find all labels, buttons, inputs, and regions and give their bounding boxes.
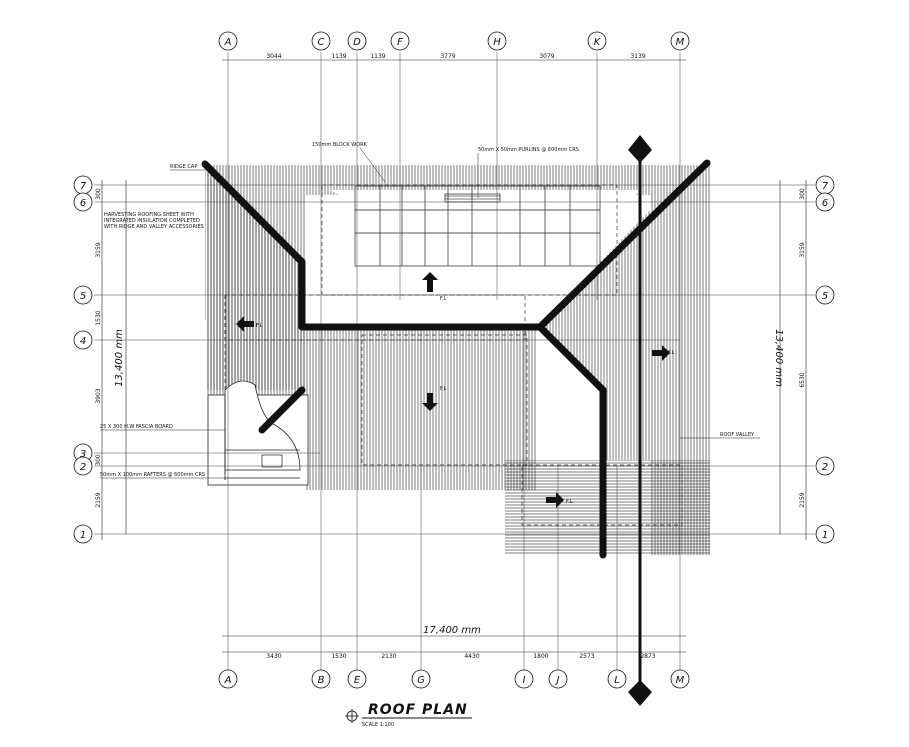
grid-col-label-bottom: B	[318, 675, 325, 686]
roof-plane-hip-east	[540, 210, 650, 460]
top-dimension: 3044	[266, 53, 281, 60]
grid-col-label-top: F	[397, 37, 403, 48]
annotation-ridge-cap: RIDGE CAP	[170, 164, 197, 170]
annotation-purlins: 50mm X 50mm PURLINS @ 600mm CRS	[478, 147, 579, 153]
right-dimension: 6530	[799, 372, 806, 387]
slope-arrows	[236, 272, 670, 508]
annotations: RIDGE CAP 150mm BLOCK WORK 50mm X 50mm P…	[100, 142, 760, 479]
grid-row-label-right: 6	[822, 198, 828, 209]
grid-row-label-right: 1	[822, 530, 828, 541]
bottom-dimension-texts: 3430 1530 2130 4430 1800 2573 2873	[266, 653, 655, 660]
slope-label-texts: F.L F.L F.L F.L F.L	[256, 296, 675, 505]
grid-row-label-right: 5	[822, 291, 828, 302]
grid-col-label-top: K	[594, 37, 602, 48]
purlin-grid	[354, 185, 601, 267]
roof-plane-mid-west	[206, 320, 306, 390]
scale-note: SCALE 1:100	[362, 722, 394, 728]
grid-col-label-top: M	[676, 37, 685, 48]
roof-plane-southeast	[505, 460, 710, 555]
valley-east	[536, 323, 607, 394]
cutout-north	[330, 190, 640, 267]
drawing-title-block: ROOF PLAN SCALE 1:100	[345, 702, 472, 728]
overall-height-left: 13,400 mm	[114, 329, 125, 387]
bottom-dimension: 1530	[331, 653, 346, 660]
annotation-roofing-sheet-box: HARVESTING ROOFING SHEET WITH INTEGRATED…	[104, 212, 204, 230]
fascia-detail	[224, 395, 300, 480]
annotation-roof-valley: ROOF VALLEY	[720, 432, 755, 438]
ridge-hip-lines	[201, 159, 711, 559]
bottom-dimension: 2130	[381, 653, 396, 660]
bottom-dimension: 1800	[533, 653, 548, 660]
slope-label: F.L	[440, 296, 447, 302]
left-dimension: 300	[95, 454, 102, 466]
bottom-dimension: 3430	[266, 653, 281, 660]
top-dimension: 1139	[370, 53, 385, 60]
grid-col-label-bottom: G	[417, 675, 425, 686]
grid-row-label-left: 7	[80, 181, 87, 192]
right-dimension: 2159	[799, 492, 806, 507]
annotation-roofing-sheet: HARVESTING ROOFING SHEET WITH INTEGRATED…	[104, 212, 204, 230]
grid-row-label-right: 7	[822, 181, 829, 192]
left-dimension: 3903	[95, 388, 102, 403]
grid-bubbles-top: A C D F H K M	[218, 31, 690, 51]
left-dimension: 1530	[95, 310, 102, 325]
drawing-title: ROOF PLAN	[368, 702, 468, 718]
grid-bubbles-left: 7 6 5 4 3 2 1	[73, 175, 93, 544]
grid-col-label-top: A	[224, 37, 232, 48]
grid-row-label-left: 2	[80, 462, 86, 473]
grid-col-label-top: H	[493, 37, 501, 48]
grid-row-label-left: 4	[80, 336, 86, 347]
top-dimension: 3779	[440, 53, 455, 60]
left-dimension: 2159	[95, 492, 102, 507]
grid-row-label-left: 5	[80, 291, 86, 302]
right-dimension-texts: 300 3159 6530 2159	[799, 188, 806, 508]
top-dimension: 1139	[331, 53, 346, 60]
roof-plane-hip-west	[205, 165, 306, 320]
top-dimension: 3079	[539, 53, 554, 60]
grid-col-label-bottom: M	[676, 675, 685, 686]
hip-northeast	[536, 159, 711, 331]
left-dimension: 300	[95, 188, 102, 200]
dimension-lines	[101, 59, 807, 653]
left-dimension-texts: 300 3159 1530 3903 300 2159	[95, 188, 102, 508]
slope-label: F.L	[440, 386, 447, 392]
top-dimension-texts: 3044 1139 1139 3779 3079 3139	[266, 53, 645, 60]
grid-col-label-top: C	[318, 37, 325, 48]
bottom-dimension: 2873	[640, 653, 655, 660]
grid-col-label-top: D	[353, 37, 361, 48]
right-dimension: 3159	[799, 242, 806, 257]
hip-southwest	[258, 386, 306, 434]
left-dimension: 3159	[95, 242, 102, 257]
right-dimension: 300	[799, 188, 806, 200]
annotation-fascia: 25 X 300 H.W FASCIA BOARD	[100, 424, 173, 430]
grid-bubbles-right: 7 6 5 2 1	[815, 175, 835, 544]
grid-col-label-bottom: L	[614, 675, 620, 686]
grid-col-label-bottom: I	[523, 675, 526, 686]
overall-height-right: 13,400 mm	[773, 329, 784, 387]
grid-row-label-left: 6	[80, 198, 86, 209]
section-markers	[628, 135, 652, 706]
grid-col-label-bottom: E	[354, 675, 361, 686]
hip-northwest	[201, 160, 306, 266]
top-dimension: 3139	[630, 53, 645, 60]
grid-col-label-bottom: J	[555, 675, 560, 686]
slope-label: F.L	[668, 350, 675, 356]
overall-width: 17,400 mm	[423, 625, 481, 636]
slope-label: F.L	[566, 499, 573, 505]
grid-col-label-bottom: A	[224, 675, 232, 686]
grid-row-label-left: 1	[80, 530, 86, 541]
grid-bubbles-bottom: A B E G I J L M	[218, 669, 690, 689]
slope-label: F.L	[256, 323, 263, 329]
bottom-dimension: 2573	[579, 653, 594, 660]
grid-row-label-left: 3	[80, 449, 86, 460]
grid-row-label-right: 2	[822, 462, 828, 473]
bottom-dimension: 4430	[464, 653, 479, 660]
grid-lines	[94, 52, 815, 670]
annotation-rafters: 50mm X 100mm RAFTERS @ 600mm CRS	[100, 472, 205, 478]
annotation-block-work: 150mm BLOCK WORK	[312, 142, 368, 148]
